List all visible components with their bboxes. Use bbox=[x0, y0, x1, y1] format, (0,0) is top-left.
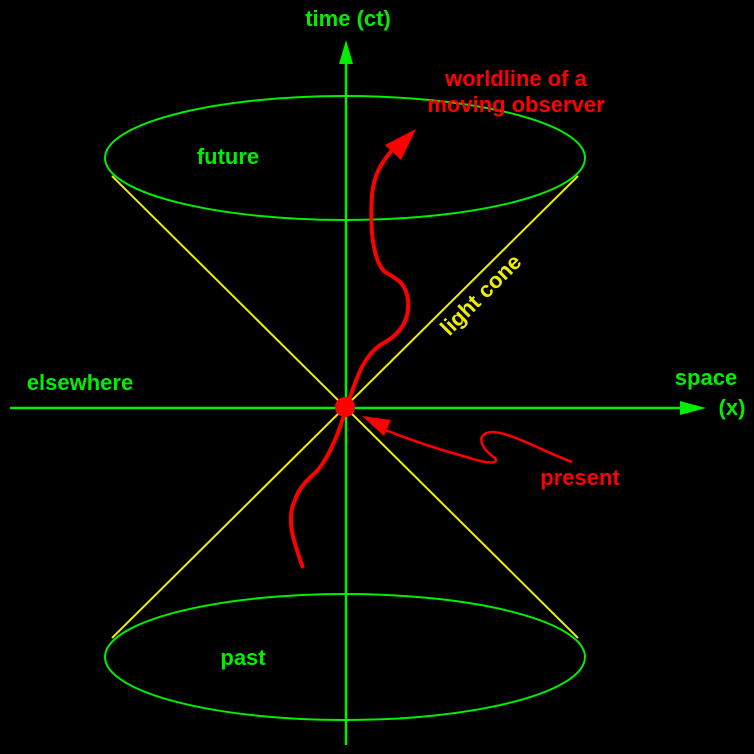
present-pointer-curve bbox=[379, 426, 573, 464]
time-axis-label: time (ct) bbox=[305, 6, 391, 31]
space-axis-label-line2: (x) bbox=[719, 395, 746, 420]
worldline-arrow-icon bbox=[385, 129, 416, 160]
present-arrow-icon bbox=[362, 416, 391, 436]
time-axis-arrow-icon bbox=[339, 40, 353, 64]
space-axis-arrow-icon bbox=[680, 401, 706, 415]
space-axis-label-line1: space bbox=[675, 365, 737, 390]
worldline-label-line2: moving observer bbox=[427, 92, 605, 117]
present-label: present bbox=[540, 465, 620, 490]
present-event-dot bbox=[335, 397, 355, 417]
worldline-curve bbox=[288, 148, 411, 569]
future-label: future bbox=[197, 144, 259, 169]
elsewhere-label: elsewhere bbox=[27, 370, 133, 395]
past-label: past bbox=[220, 645, 266, 670]
light-cone-label: light cone bbox=[435, 249, 526, 340]
worldline-label-line1: worldline of a bbox=[444, 66, 588, 91]
